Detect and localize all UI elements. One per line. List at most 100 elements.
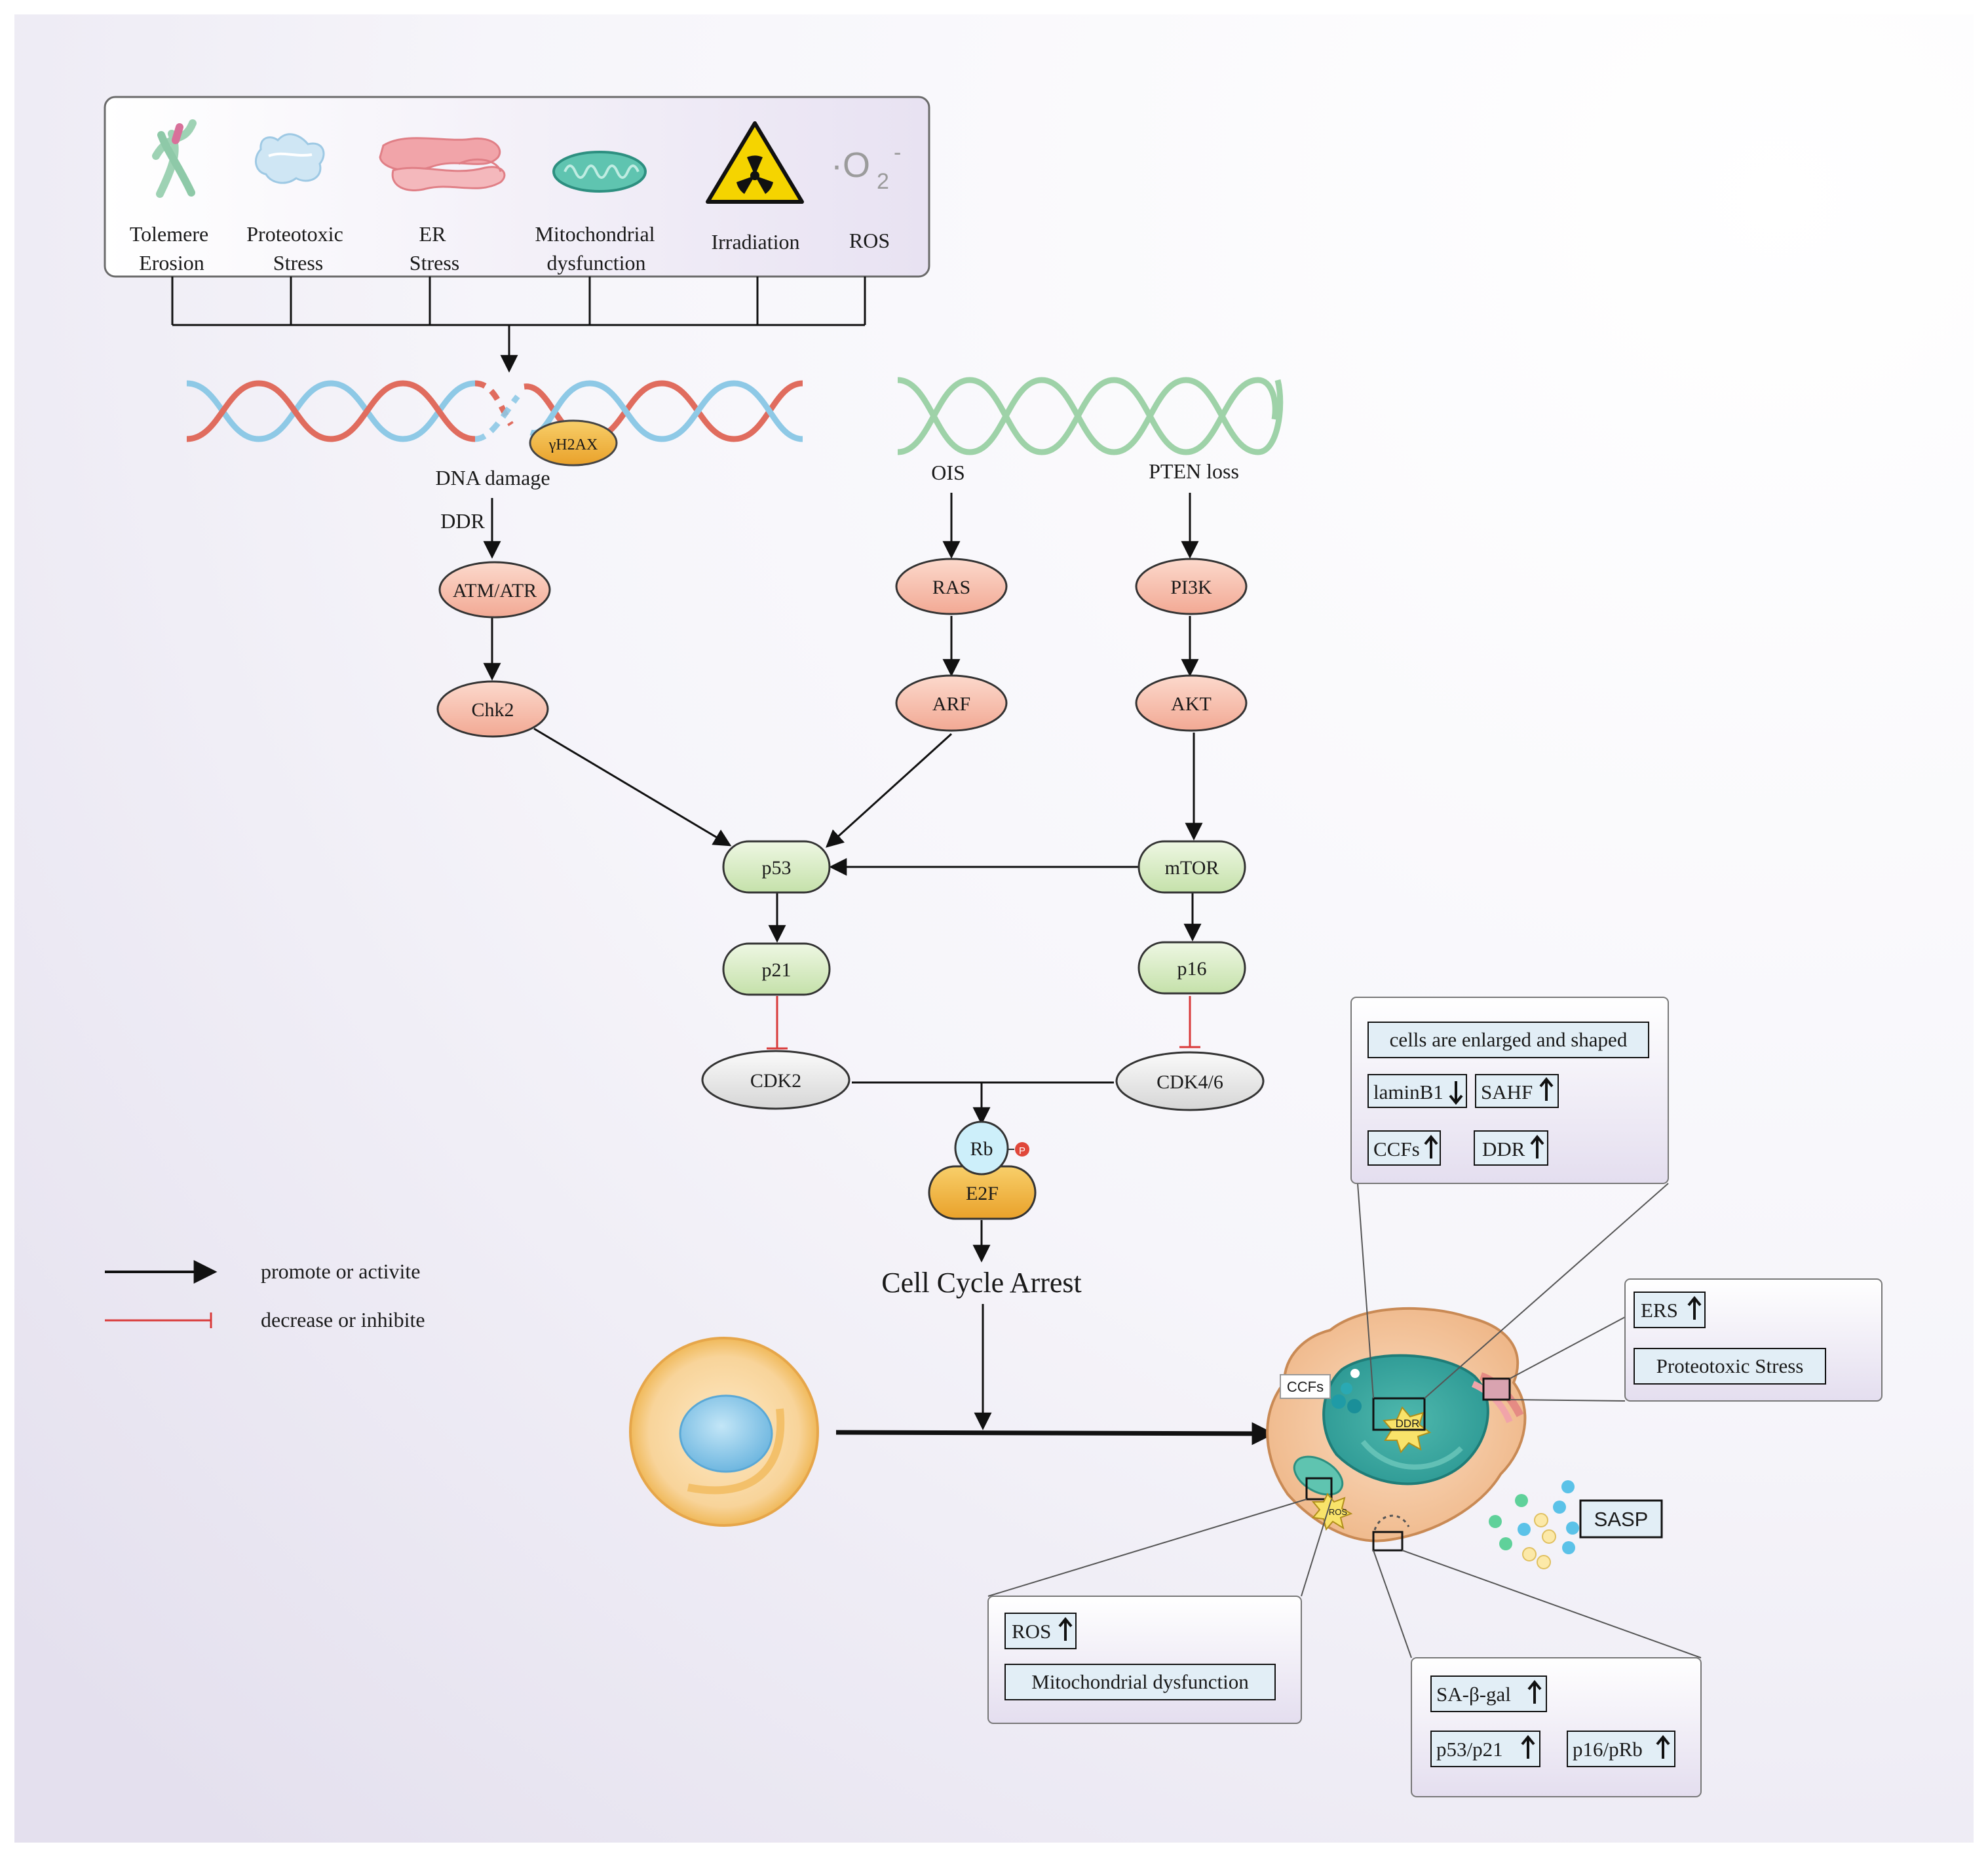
gamma-h2ax-marker: γH2AX bbox=[529, 419, 618, 467]
svg-text:Chk2: Chk2 bbox=[471, 699, 514, 721]
stressor-telomere-line2: Erosion bbox=[139, 251, 204, 275]
mitochondrial-dysfunction-label: Mitochondrial dysfunction bbox=[1031, 1670, 1249, 1693]
node-atm-atr: ATM/ATR bbox=[438, 561, 551, 619]
stressor-irradiation: Irradiation bbox=[711, 230, 799, 254]
mitochondrion-cell-icon: ROS bbox=[1293, 1455, 1353, 1531]
sa-beta-gal-label: SA-β-gal bbox=[1436, 1683, 1511, 1706]
ois-label: OIS bbox=[931, 461, 965, 484]
ccfs-box-label: CCFs bbox=[1373, 1138, 1420, 1160]
svg-text:PI3K: PI3K bbox=[1170, 577, 1212, 598]
normal-cell bbox=[629, 1337, 819, 1527]
node-chk2: Chk2 bbox=[436, 680, 549, 738]
svg-text:E2F: E2F bbox=[966, 1183, 999, 1204]
proteotoxic-stress-label: Proteotoxic Stress bbox=[1656, 1354, 1804, 1377]
stressor-connector bbox=[171, 277, 866, 373]
sasp-label: SASP bbox=[1594, 1508, 1649, 1531]
svg-text:CDK2: CDK2 bbox=[750, 1070, 801, 1092]
node-p16: p16 bbox=[1137, 941, 1246, 995]
node-ras: RAS bbox=[895, 558, 1008, 615]
cells-enlarged-label: cells are enlarged and shaped bbox=[1390, 1028, 1628, 1051]
node-arf: ARF bbox=[895, 674, 1008, 732]
node-mtor: mTOR bbox=[1137, 840, 1246, 894]
stressor-proteotoxic-line1: Proteotoxic bbox=[246, 222, 343, 246]
ddr-box-label: DDR bbox=[1482, 1138, 1525, 1160]
lysosome-vesicles bbox=[1372, 1514, 1410, 1552]
svg-text:Rb: Rb bbox=[970, 1138, 993, 1160]
up-arrow-icon bbox=[1539, 1077, 1554, 1101]
stressor-proteotoxic-line2: Stress bbox=[273, 251, 323, 275]
up-arrow-icon bbox=[1521, 1734, 1535, 1759]
pten-loss-label: PTEN loss bbox=[1149, 459, 1239, 483]
node-rb: Rb bbox=[954, 1120, 1009, 1176]
ccfs-cell-label: CCFs bbox=[1287, 1379, 1324, 1395]
endoplasmic-reticulum-icon bbox=[379, 137, 506, 191]
laminb1-label: laminB1 bbox=[1373, 1081, 1443, 1103]
svg-text:RAS: RAS bbox=[932, 577, 970, 598]
background bbox=[14, 14, 1974, 1843]
up-arrow-icon bbox=[1687, 1295, 1702, 1320]
protein-aggregate-icon bbox=[255, 133, 325, 184]
node-pi3k: PI3K bbox=[1135, 558, 1248, 615]
senescence-transition-arrow bbox=[835, 1422, 1275, 1445]
callout-leader-lines bbox=[987, 1183, 1702, 1658]
superoxide-symbol: ·O bbox=[831, 145, 870, 185]
p16-prb-label: p16/pRb bbox=[1573, 1738, 1643, 1761]
svg-text:AKT: AKT bbox=[1171, 693, 1212, 715]
mitochondrion-icon bbox=[552, 151, 647, 193]
node-cdk2: CDK2 bbox=[701, 1050, 851, 1110]
svg-text:P: P bbox=[1019, 1145, 1025, 1157]
radiation-hazard-icon bbox=[706, 121, 804, 204]
pathway-arrows bbox=[483, 493, 1203, 1430]
ers-label: ERS bbox=[1641, 1299, 1678, 1322]
ddr-cell-label: DDR bbox=[1396, 1417, 1420, 1430]
svg-text:p21: p21 bbox=[762, 959, 792, 981]
svg-text:ARF: ARF bbox=[932, 693, 970, 715]
callout-nucleus: cells are enlarged and shaped laminB1 SA… bbox=[1350, 997, 1669, 1184]
superoxide-icon: ·O 2 - bbox=[831, 140, 901, 194]
phosphate-badge: P bbox=[1008, 1142, 1029, 1157]
up-arrow-icon bbox=[1656, 1734, 1670, 1759]
node-akt: AKT bbox=[1135, 674, 1248, 732]
legend-promote-label: promote or activite bbox=[261, 1259, 420, 1283]
callout-er: ERS Proteotoxic Stress bbox=[1624, 1278, 1883, 1402]
gamma-h2ax-label: γH2AX bbox=[548, 436, 598, 453]
node-p21: p21 bbox=[722, 942, 831, 996]
svg-text:mTOR: mTOR bbox=[1165, 857, 1219, 879]
ddr-focus-box bbox=[1372, 1397, 1426, 1431]
svg-text:CDK4/6: CDK4/6 bbox=[1156, 1071, 1223, 1093]
stressor-mito-line2: dysfunction bbox=[546, 251, 645, 275]
er-organelle-icon bbox=[1471, 1372, 1524, 1423]
p53-p21-label: p53/p21 bbox=[1436, 1738, 1503, 1761]
callout-markers: SA-β-gal p53/p21 p16/pRb bbox=[1411, 1657, 1702, 1797]
ros-box-label: ROS bbox=[1012, 1620, 1051, 1643]
down-arrow-icon bbox=[1449, 1081, 1463, 1105]
ois-dna-helix bbox=[897, 377, 1284, 455]
svg-text:p16: p16 bbox=[1177, 958, 1207, 980]
legend: promote or activite decrease or inhibite bbox=[105, 1259, 425, 1331]
stressor-ros: ROS bbox=[849, 229, 890, 252]
stressor-er-line1: ER bbox=[419, 222, 447, 246]
superoxide-superscript: - bbox=[894, 140, 901, 165]
chromosome-icon bbox=[152, 119, 197, 198]
sasp-tag bbox=[1579, 1499, 1663, 1539]
inhibition-marks bbox=[767, 996, 1200, 1050]
stressor-telomere-line1: Tolemere bbox=[130, 222, 208, 246]
up-arrow-icon bbox=[1424, 1134, 1438, 1158]
up-arrow-icon bbox=[1058, 1617, 1073, 1641]
svg-text:p53: p53 bbox=[762, 857, 792, 879]
ccfs-cell-tag bbox=[1280, 1374, 1331, 1399]
up-arrow-icon bbox=[1530, 1134, 1544, 1158]
superoxide-subscript: 2 bbox=[877, 169, 889, 194]
dna-damage-label: DNA damage bbox=[435, 466, 550, 489]
ddr-label: DDR bbox=[440, 509, 485, 533]
stressor-mito-line1: Mitochondrial bbox=[535, 222, 655, 246]
stressor-panel bbox=[104, 96, 930, 278]
node-cdk4-6: CDK4/6 bbox=[1115, 1051, 1265, 1111]
cell-cycle-arrest-label: Cell Cycle Arrest bbox=[881, 1267, 1082, 1299]
ccf-dots bbox=[1331, 1369, 1362, 1413]
up-arrow-icon bbox=[1527, 1679, 1542, 1704]
stressor-er-line2: Stress bbox=[410, 251, 459, 275]
svg-text:ATM/ATR: ATM/ATR bbox=[453, 580, 537, 602]
sahf-label: SAHF bbox=[1481, 1081, 1533, 1103]
